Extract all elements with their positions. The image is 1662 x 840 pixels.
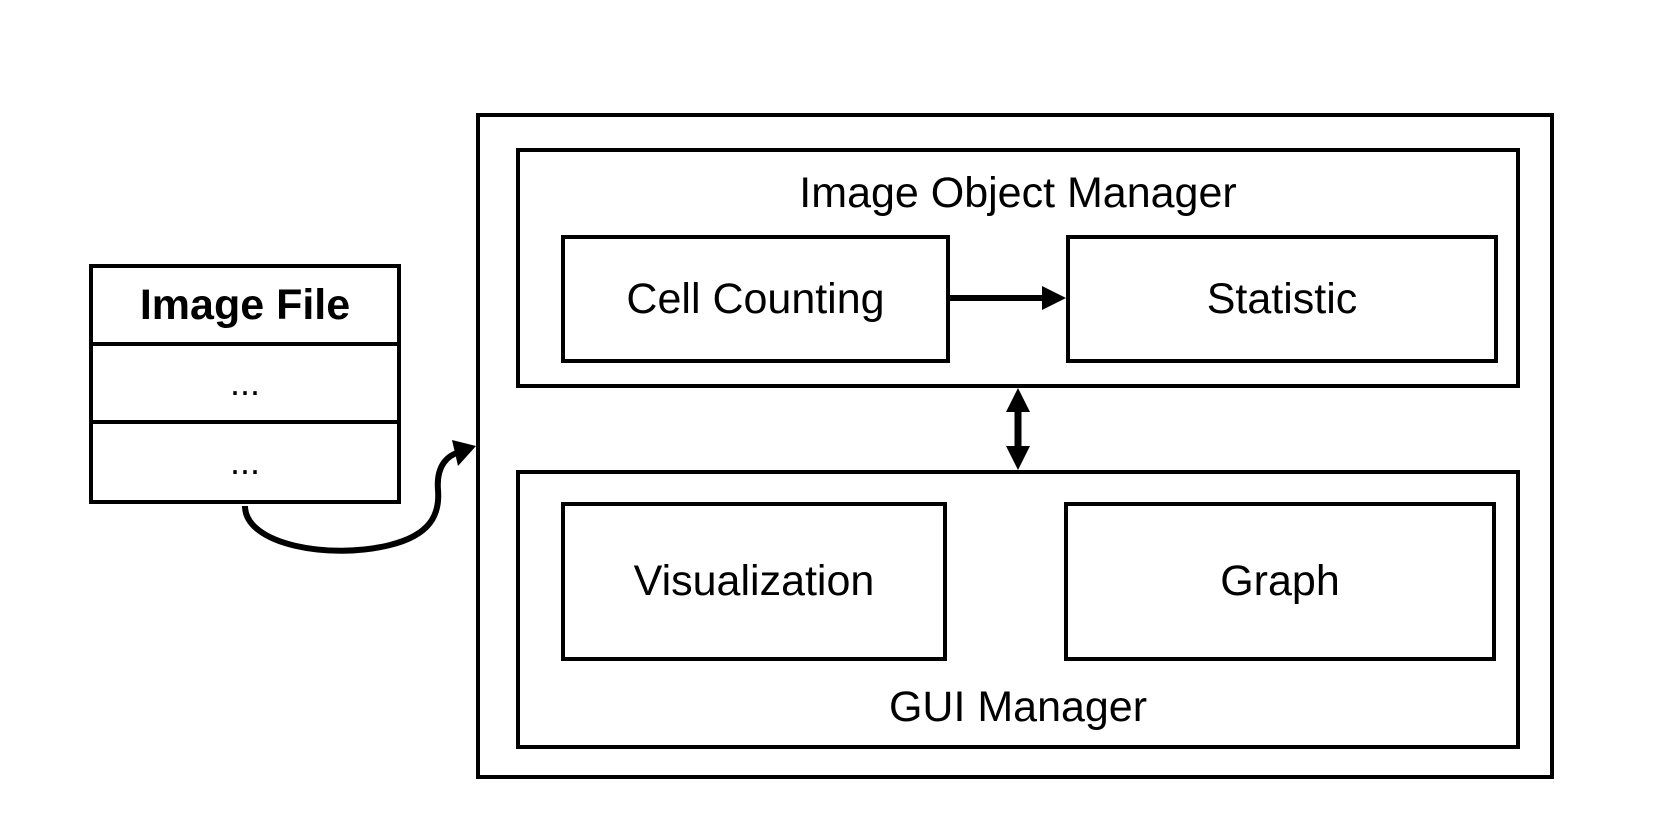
image-file-header: Image File [93, 268, 397, 346]
image-file-row-label: ... [229, 362, 260, 403]
statistic-box: Statistic [1066, 235, 1498, 363]
visualization-label: Visualization [633, 557, 875, 605]
statistic-label: Statistic [1206, 274, 1358, 323]
image-object-manager-title: Image Object Manager [799, 169, 1237, 217]
graph-label: Graph [1220, 557, 1340, 605]
graph-box: Graph [1064, 502, 1496, 661]
image-file-row-label: ... [229, 441, 260, 482]
image-file-header-label: Image File [139, 280, 351, 329]
cell-counting-label: Cell Counting [626, 274, 885, 323]
image-file-row: ... [93, 424, 397, 500]
cell-counting-box: Cell Counting [561, 235, 950, 363]
visualization-box: Visualization [561, 502, 947, 661]
image-file-table: Image File ... ... [89, 264, 401, 504]
gui-manager-title: GUI Manager [888, 683, 1148, 731]
image-file-row: ... [93, 346, 397, 424]
